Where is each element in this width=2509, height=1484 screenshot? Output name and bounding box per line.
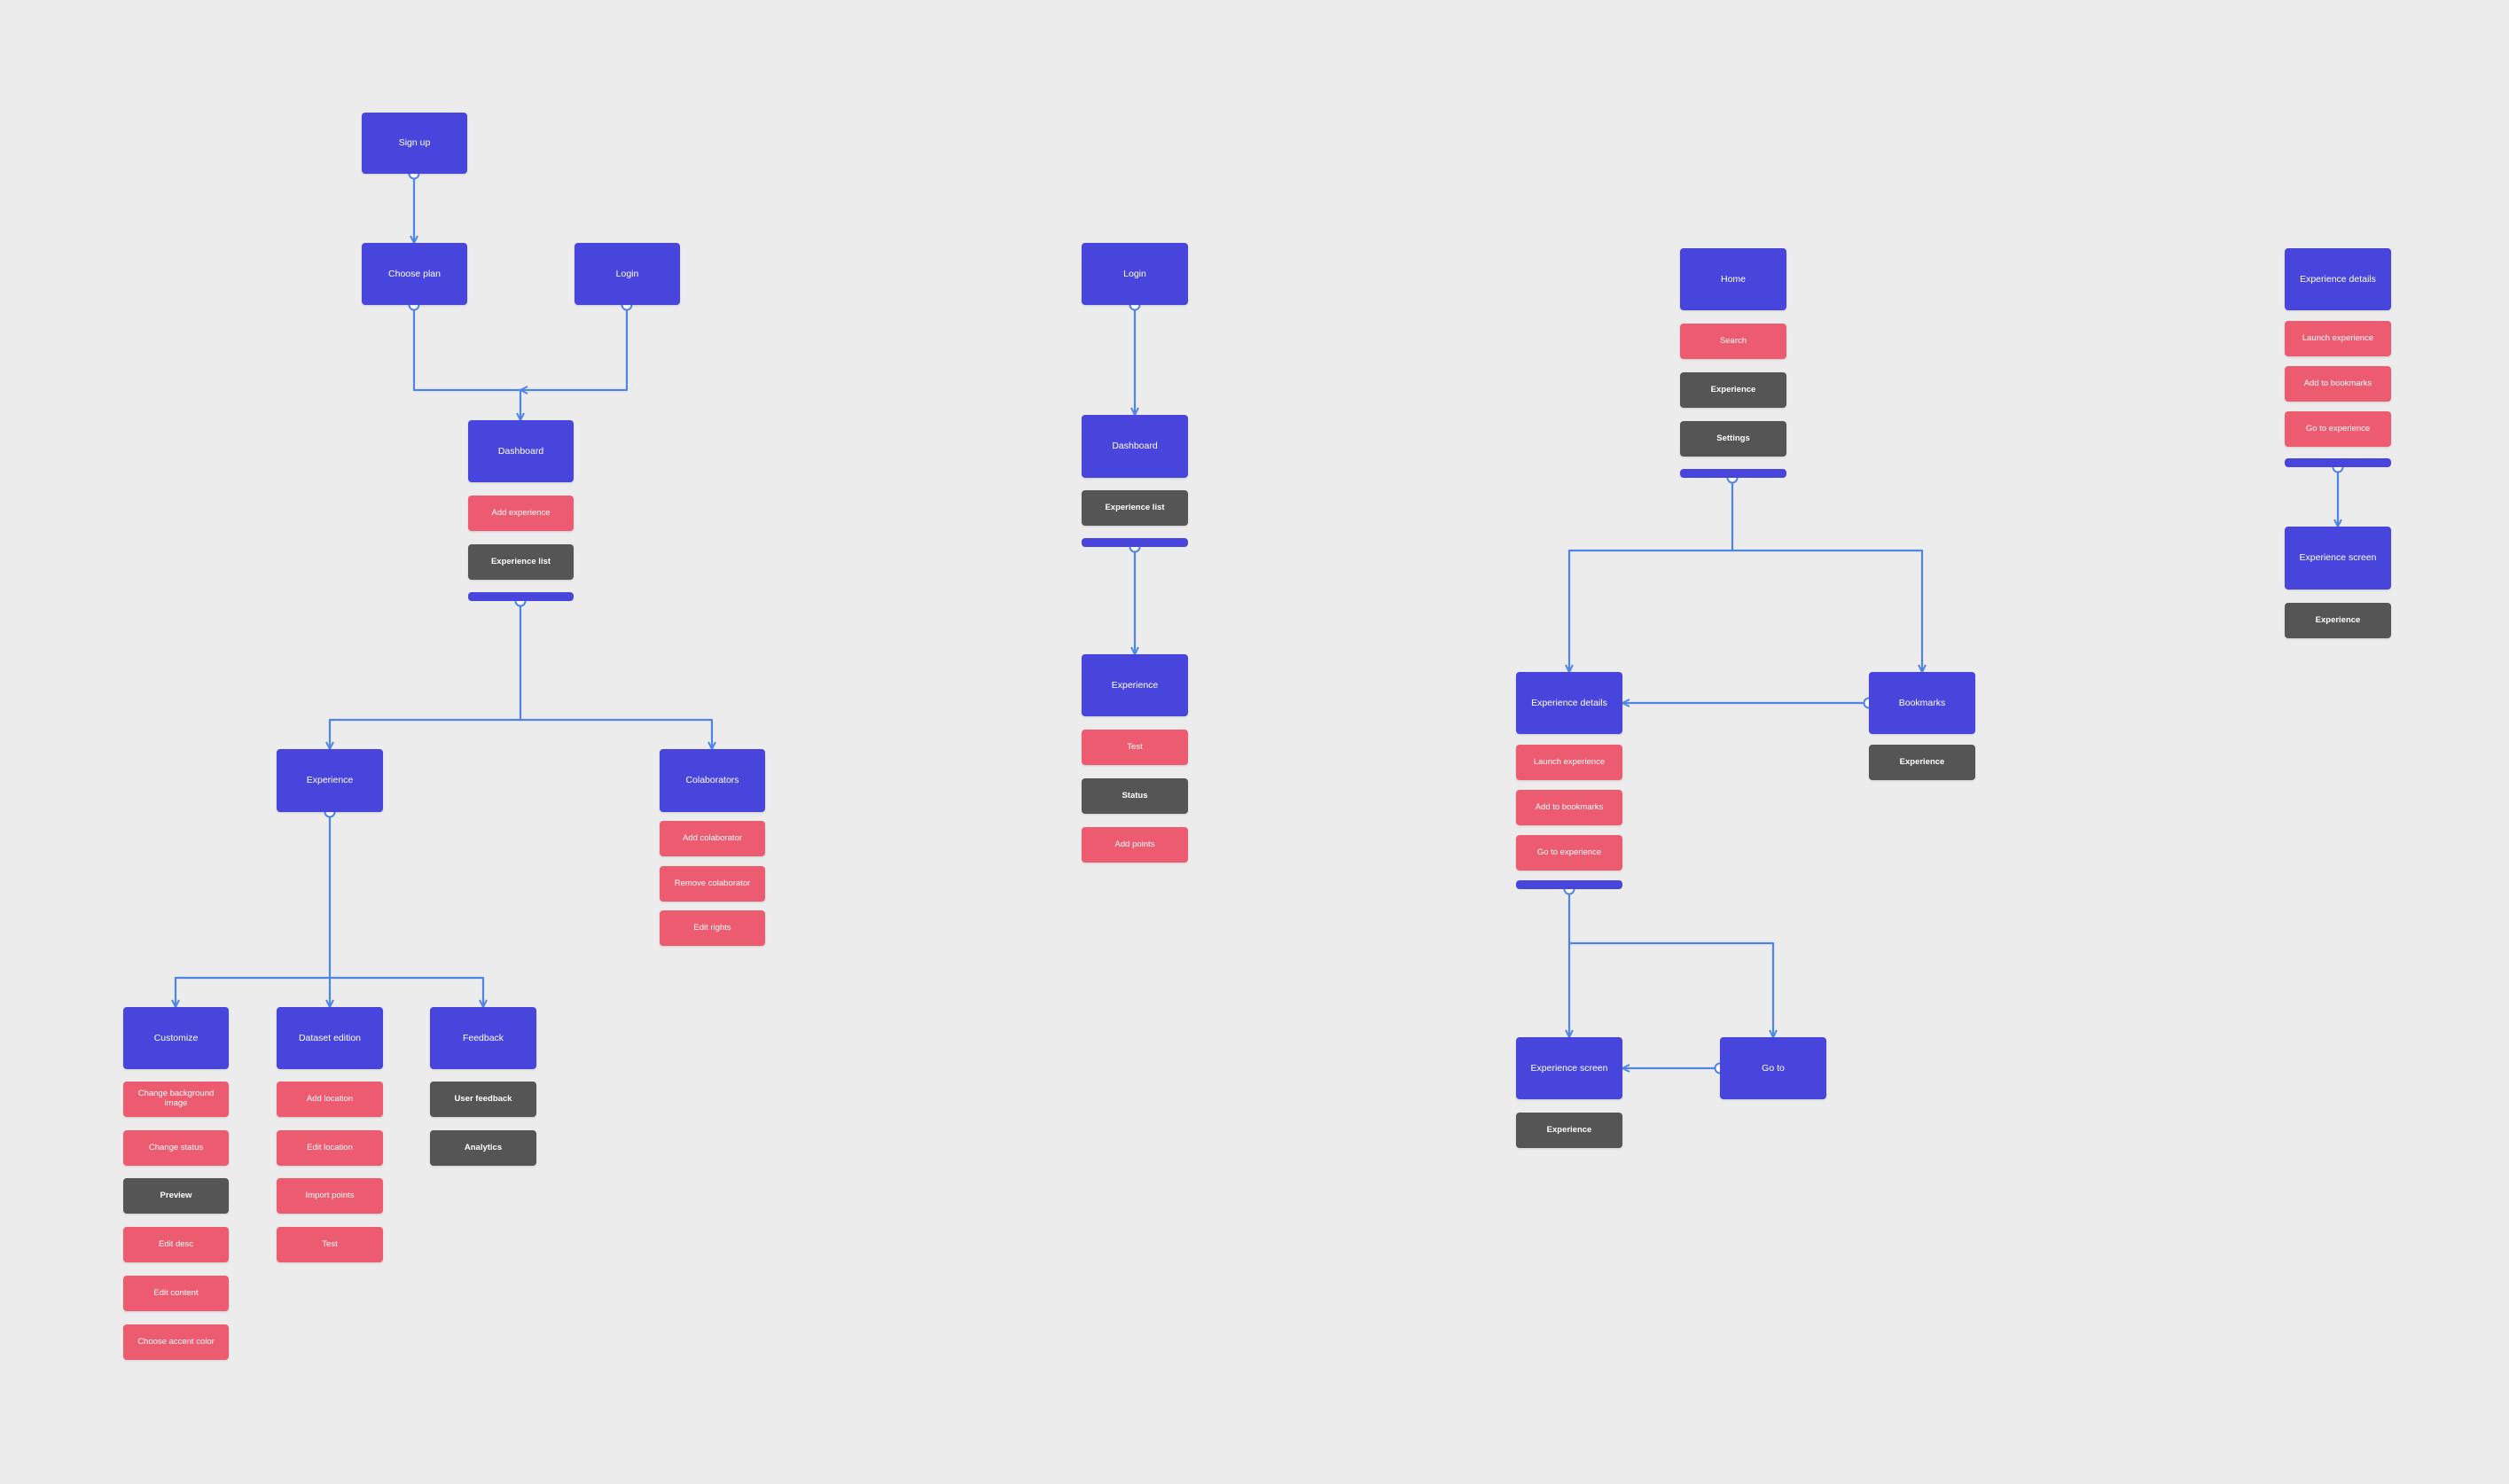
node-go-to-experience-d[interactable]: Go to experience — [2285, 411, 2391, 447]
node-feedback[interactable]: Feedback — [430, 1007, 536, 1069]
edge-login-dashboard — [520, 305, 629, 390]
node-login[interactable]: Login — [574, 243, 680, 305]
edge-home-bookmarks — [1732, 549, 1922, 672]
node-launch-experience-d[interactable]: Launch experience — [2285, 321, 2391, 356]
node-change-status[interactable]: Change status — [123, 1130, 229, 1166]
dashboard-bar — [468, 592, 574, 601]
node-import-points[interactable]: Import points — [277, 1178, 383, 1214]
node-add-colaborator[interactable]: Add colaborator — [660, 821, 765, 856]
node-status-b[interactable]: Status — [1082, 778, 1188, 814]
node-experience-screen-experience-c[interactable]: Experience — [1516, 1113, 1622, 1148]
node-colaborators[interactable]: Colaborators — [660, 749, 765, 812]
node-change-background-image[interactable]: Change background image — [123, 1082, 229, 1117]
dashboard-bar-b — [1082, 538, 1188, 547]
node-launch-experience-c[interactable]: Launch experience — [1516, 745, 1622, 780]
edge-experience-customize — [176, 976, 330, 1007]
node-add-to-bookmarks-c[interactable]: Add to bookmarks — [1516, 790, 1622, 825]
node-experience-d[interactable]: Experience — [2285, 603, 2391, 638]
node-test-b[interactable]: Test — [1082, 730, 1188, 765]
edge-home-experience-details — [1569, 478, 1734, 672]
experience-details-bar-d — [2285, 458, 2391, 467]
node-search[interactable]: Search — [1680, 324, 1786, 359]
node-go-to-experience-c[interactable]: Go to experience — [1516, 835, 1622, 871]
node-analytics[interactable]: Analytics — [430, 1130, 536, 1166]
node-experience-b[interactable]: Experience — [1082, 654, 1188, 716]
node-experience-list[interactable]: Experience list — [468, 544, 574, 580]
node-customize[interactable]: Customize — [123, 1007, 229, 1069]
edge-dashboard-experience — [330, 601, 522, 749]
node-edit-desc[interactable]: Edit desc — [123, 1227, 229, 1262]
node-preview[interactable]: Preview — [123, 1178, 229, 1214]
home-bar — [1680, 469, 1786, 478]
node-choose-accent-color[interactable]: Choose accent color — [123, 1324, 229, 1360]
node-experience-screen-c[interactable]: Experience screen — [1516, 1037, 1622, 1099]
edge-choose-plan-dashboard — [412, 305, 520, 420]
node-sign-up[interactable]: Sign up — [362, 113, 467, 174]
node-add-location[interactable]: Add location — [277, 1082, 383, 1117]
node-remove-colaborator[interactable]: Remove colaborator — [660, 866, 765, 902]
node-home[interactable]: Home — [1680, 248, 1786, 310]
edge-details-go-to — [1569, 941, 1773, 1037]
node-experience-list-b[interactable]: Experience list — [1082, 490, 1188, 526]
node-user-feedback[interactable]: User feedback — [430, 1082, 536, 1117]
node-add-to-bookmarks-d[interactable]: Add to bookmarks — [2285, 366, 2391, 402]
node-edit-location[interactable]: Edit location — [277, 1130, 383, 1166]
node-dashboard-b[interactable]: Dashboard — [1082, 415, 1188, 478]
node-add-experience[interactable]: Add experience — [468, 496, 574, 531]
edge-dashboard-colaborators — [520, 718, 712, 749]
edge-experience-feedback — [330, 976, 483, 1007]
node-experience-details-d[interactable]: Experience details — [2285, 248, 2391, 310]
node-add-points-b[interactable]: Add points — [1082, 827, 1188, 863]
node-login-b[interactable]: Login — [1082, 243, 1188, 305]
node-go-to[interactable]: Go to — [1720, 1037, 1826, 1099]
node-experience[interactable]: Experience — [277, 749, 383, 812]
node-experience-details-c[interactable]: Experience details — [1516, 672, 1622, 734]
experience-details-bar-c — [1516, 880, 1622, 889]
node-experience-c[interactable]: Experience — [1680, 372, 1786, 408]
node-bookmarks-experience[interactable]: Experience — [1869, 745, 1975, 780]
node-dataset-edition[interactable]: Dataset edition — [277, 1007, 383, 1069]
node-edit-content[interactable]: Edit content — [123, 1276, 229, 1311]
node-dashboard[interactable]: Dashboard — [468, 420, 574, 482]
node-bookmarks[interactable]: Bookmarks — [1869, 672, 1975, 734]
node-choose-plan[interactable]: Choose plan — [362, 243, 467, 305]
node-edit-rights[interactable]: Edit rights — [660, 910, 765, 946]
node-settings[interactable]: Settings — [1680, 421, 1786, 457]
node-test[interactable]: Test — [277, 1227, 383, 1262]
node-experience-screen-d[interactable]: Experience screen — [2285, 527, 2391, 590]
